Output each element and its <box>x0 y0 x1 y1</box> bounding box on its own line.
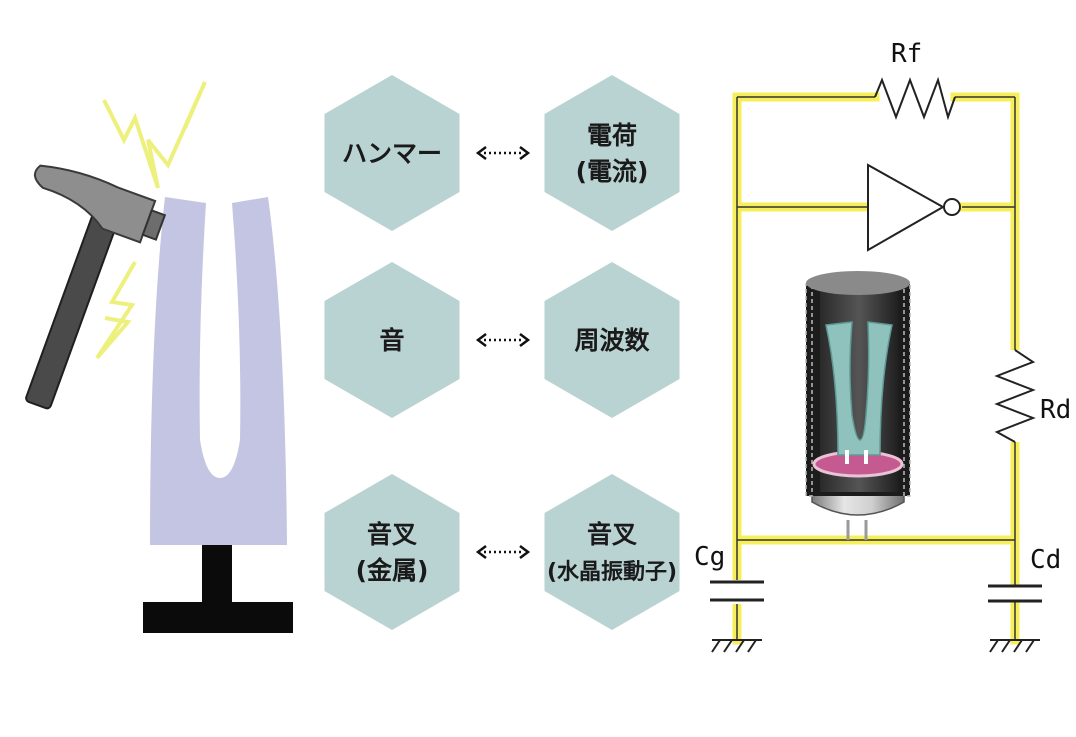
hexagon-right-3: 音叉 (水晶振動子) <box>544 474 680 630</box>
crystal-cap-top <box>806 271 910 295</box>
wire-lines <box>736 96 1016 640</box>
quartz-crystal-icon <box>805 271 911 540</box>
capacitor-symbol <box>710 580 764 602</box>
hexagon-label: 周波数 <box>574 326 650 355</box>
hexagon-shape <box>544 75 680 231</box>
hexagon-shape <box>324 262 460 418</box>
resistor-symbol <box>994 349 1036 443</box>
cd-gap <box>990 585 1040 602</box>
hexagon-label: 音 <box>379 326 404 355</box>
double-arrow-2 <box>475 333 531 347</box>
hammer-head <box>33 164 157 244</box>
fork-stand-base <box>143 602 293 633</box>
fork-body <box>150 197 287 545</box>
spark-bottom <box>95 261 137 360</box>
hexagon-label: 電荷 <box>587 121 637 150</box>
double-arrow-3 <box>475 545 531 559</box>
hexagon-left-2: 音 <box>324 262 460 418</box>
oscillator-circuit: Rf Rd Cg Cd <box>694 39 1071 653</box>
hexagon-right-2: 周波数 <box>544 262 680 418</box>
tuning-fork-icon <box>143 197 293 633</box>
ground-symbol <box>989 639 1040 653</box>
inverter-bubble <box>943 198 961 216</box>
hexagon-label: 音叉 <box>367 520 417 549</box>
double-arrow-1 <box>475 146 531 160</box>
label-rf: Rf <box>891 39 922 69</box>
hammer-handle <box>25 203 122 410</box>
hexagon-label: 音叉 <box>587 520 637 549</box>
hexagon-label: (金属) <box>356 556 429 585</box>
hexagon-label: ハンマー <box>342 139 442 168</box>
hexagon-right-1: 電荷 (電流) <box>544 75 680 231</box>
hexagon-label: (水晶振動子) <box>547 560 677 585</box>
resistor-symbol <box>874 76 956 121</box>
hexagon-left-3: 音叉 (金属) <box>324 474 460 630</box>
label-cg: Cg <box>694 542 725 572</box>
hexagon-shape <box>324 474 460 630</box>
fork-stand-stem <box>202 545 232 607</box>
hexagon-shape <box>544 474 680 630</box>
capacitor-symbol <box>988 584 1042 603</box>
hammer-icon <box>25 164 167 410</box>
ground-symbol <box>711 639 762 653</box>
hexagon-left-1: ハンマー <box>324 75 460 231</box>
crystal-fork <box>825 321 893 456</box>
inverter-symbol <box>867 163 946 252</box>
label-rd: Rd <box>1040 395 1071 425</box>
hexagon-shape <box>544 262 680 418</box>
spark-top <box>102 81 207 189</box>
hexagon-shape <box>324 75 460 231</box>
hexagon-label: (電流) <box>576 157 649 186</box>
hammer-face <box>141 209 167 241</box>
label-cd: Cd <box>1030 545 1061 575</box>
spark-icon <box>95 81 207 360</box>
